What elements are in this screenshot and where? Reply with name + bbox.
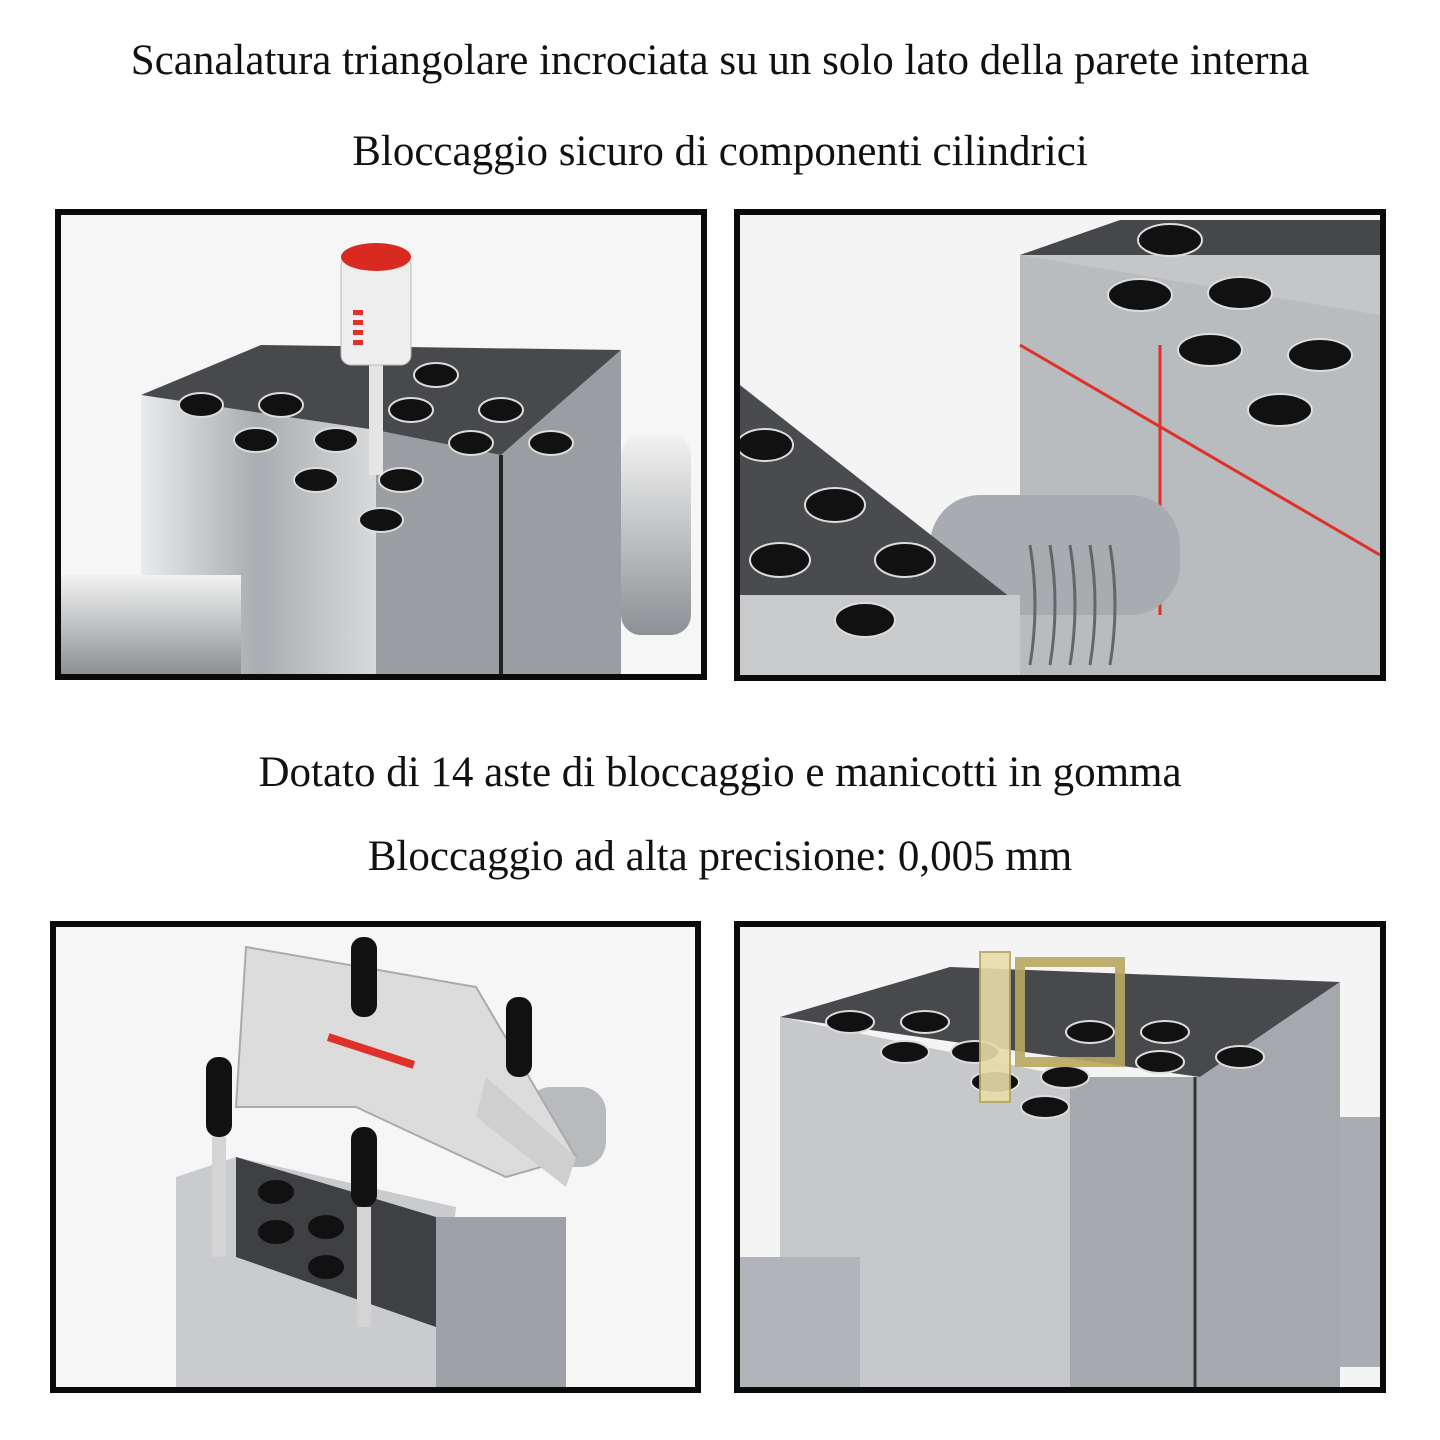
laser-block-illustration: [740, 215, 1380, 675]
clamping-rods-illustration: [56, 927, 695, 1387]
photo-clamped-part: [50, 921, 701, 1393]
photo-block-with-indicator: [55, 209, 707, 680]
gauge-block-illustration: [740, 927, 1380, 1387]
header-line-1: Scanalatura triangolare incrociata su un…: [130, 37, 1310, 84]
photo-gauge-on-block: [734, 921, 1386, 1393]
middle-line-2: Bloccaggio ad alta precisione: 0,005 mm: [367, 833, 1073, 880]
header-line-2: Bloccaggio sicuro di componenti cilindri…: [352, 128, 1088, 175]
middle-line-1: Dotato di 14 aste di bloccaggio e manico…: [258, 749, 1182, 796]
vise-block-illustration: [61, 215, 701, 674]
photo-laser-alignment: [734, 209, 1386, 681]
